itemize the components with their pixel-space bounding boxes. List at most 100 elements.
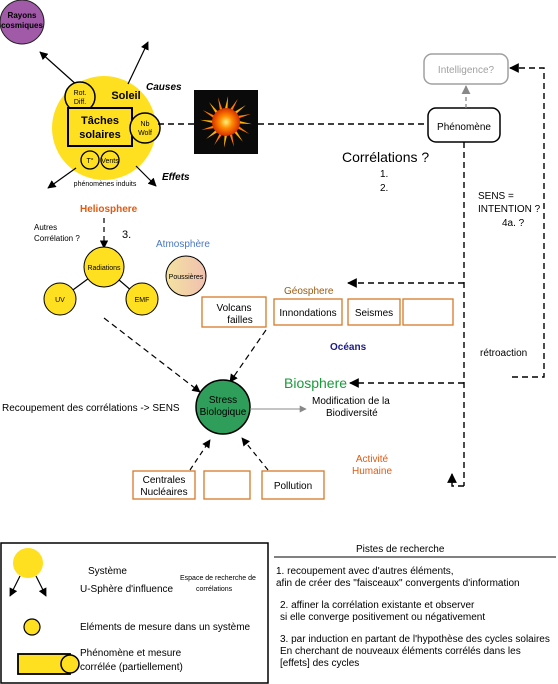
sun-ray-icon — [218, 97, 223, 112]
other-correlations-label-2: Corrélation ? — [34, 234, 80, 243]
sun-core-icon — [212, 108, 240, 136]
legend-influence-label: U-Sphère d'influence — [80, 584, 174, 595]
stress-label-1: Stress — [209, 395, 237, 406]
emf-label: EMF — [135, 297, 150, 304]
step-3-label: 3. — [122, 229, 131, 241]
human-activity-label-1: Activité — [356, 454, 389, 465]
causes-label: Causes — [146, 82, 182, 93]
arrow-pollution-to-stress — [241, 437, 269, 471]
human-activity-label-2: Humaine — [352, 466, 392, 477]
correlations-title: Corrélations ? — [342, 149, 429, 165]
research-item1-line1: 1. recoupement avec d'autres éléments, — [276, 566, 454, 577]
cosmic-rays-label-1: Rayons — [8, 11, 37, 20]
sunspots-box — [67, 107, 133, 147]
sun-rays-icon — [200, 96, 252, 148]
human-empty-box — [203, 470, 251, 500]
biodiversity-label-2: Biodiversité — [326, 408, 378, 419]
legend-phenomenon-circle-icon — [60, 654, 80, 674]
sun-ray-icon — [236, 114, 251, 119]
sun-ray-icon — [233, 105, 246, 115]
volcanoes-label-1: Volcans — [216, 303, 251, 314]
cosmic-rays-label-2: cosmiques — [1, 21, 43, 30]
legend-arrow-left-icon — [9, 575, 21, 597]
sun-ray-icon — [229, 98, 238, 112]
retroaction-label: rétroaction — [480, 348, 527, 359]
volcanoes-box — [201, 296, 267, 328]
legend-system-icon — [13, 548, 43, 578]
induced-phenomena-label: phénomènes induits — [74, 181, 137, 188]
biosphere-label: Biosphere — [284, 375, 347, 391]
power-plants-label-2: Nucléaires — [140, 487, 187, 498]
cosmic-rays-node: Rayons cosmiques — [0, 0, 45, 45]
sun-ray-icon — [229, 132, 234, 147]
sun-system: Rot. Diff. Soleil Tâches solaires Nb Wol… — [39, 41, 161, 189]
sun-ray-icon — [214, 132, 223, 146]
legend-search-space-label-2: corrélations — [196, 586, 233, 593]
temperature-label: T° — [86, 157, 93, 165]
sun-label: Soleil — [111, 90, 140, 102]
heliosphere-label: Heliosphere — [80, 204, 138, 215]
sun-ray-icon — [202, 110, 216, 119]
intention-label: INTENTION ? — [478, 204, 541, 215]
geosphere-empty-box — [402, 298, 454, 326]
dust-node — [165, 255, 207, 297]
nb-wolf-label-2: Wolf — [138, 130, 152, 137]
floods-label: Innondations — [279, 308, 336, 319]
correlation-item-1: 1. — [380, 169, 388, 180]
sun-ray-icon — [236, 125, 250, 134]
effects-label: Effets — [162, 172, 190, 183]
stress-label-2: Biologique — [200, 407, 247, 418]
sun-ray-icon — [224, 96, 229, 111]
arrow-radiations-to-stress — [103, 317, 201, 393]
sun-ray-icon — [223, 133, 228, 148]
retroaction-loop — [509, 63, 545, 378]
research-item2-line1: 2. affiner la corrélation existante et o… — [280, 600, 475, 611]
cross-check-label: Recoupement des corrélations -> SENS — [2, 403, 180, 414]
winds-label: Vents — [101, 158, 119, 165]
nb-wolf-label-1: Nb — [141, 121, 150, 128]
arrow-power-plants-to-stress — [189, 439, 211, 471]
research-title: Pistes de recherche — [356, 544, 445, 555]
earthquakes-label: Seismes — [355, 308, 393, 319]
sun-ray-icon — [206, 129, 219, 139]
dust-label: Poussières — [169, 274, 204, 281]
legend-measure-icon — [23, 618, 41, 636]
legend-system-label: Système — [88, 566, 127, 577]
other-correlations-label-1: Autres — [34, 223, 57, 232]
legend: Système U-Sphère d'influence Espace de r… — [0, 542, 269, 684]
geosphere-label: Géosphere — [284, 286, 334, 297]
floods-box — [273, 298, 343, 326]
legend-phenomenon-label-2: corrélée (partiellement) — [80, 662, 183, 673]
legend-measure-label: Eléments de mesure dans un système — [80, 622, 251, 633]
legend-phenomenon-label-1: Phénomène et mesure — [80, 648, 182, 659]
sun-ray-icon — [237, 120, 252, 125]
sunspots-label-2: solaires — [79, 129, 121, 141]
research-item1-line2: afin de créer des "faisceaux" convergent… — [276, 578, 520, 589]
research-tracks: Pistes de recherche 1. recoupement avec … — [274, 544, 556, 669]
arrow-effects-right — [135, 165, 157, 187]
legend-arrow-right-icon — [35, 575, 47, 597]
oceans-label: Océans — [330, 342, 367, 353]
power-plants-box — [132, 470, 196, 500]
rot-diff-label-2: Diff. — [74, 99, 86, 106]
earthquakes-box — [347, 298, 401, 326]
winds-node — [100, 150, 120, 170]
stress-node — [195, 379, 251, 435]
volcanoes-label-2: failles — [227, 315, 253, 326]
pollution-box — [261, 470, 325, 500]
pollution-label: Pollution — [274, 481, 312, 492]
step-4a-label: 4a. ? — [502, 218, 525, 229]
rot-diff-label-1: Rot. — [74, 90, 87, 97]
radiations-label: Radiations — [87, 265, 121, 272]
uv-label: UV — [55, 297, 65, 304]
sunspots-label-1: Tâches — [81, 115, 119, 127]
sun-image — [194, 90, 258, 154]
temperature-node — [80, 150, 100, 170]
research-item2-line2: si elle converge positivement ou négativ… — [280, 612, 485, 623]
radiations-node — [83, 246, 125, 288]
sun-ray-icon — [233, 129, 243, 142]
research-item3-line2: En cherchant de nouveaux éléments corrél… — [280, 646, 521, 657]
uv-node — [43, 282, 77, 316]
emf-node — [125, 282, 159, 316]
sun-ray-icon — [201, 125, 216, 130]
